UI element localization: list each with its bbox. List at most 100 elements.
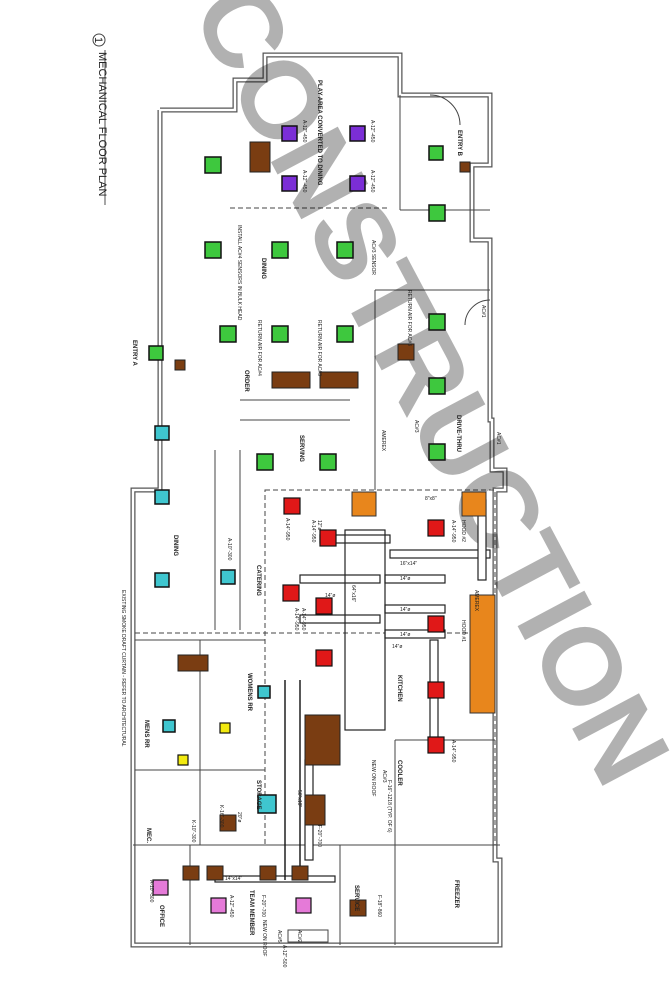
note-ac4-sensor: INSTALL AC#4 SENSORS IN BULK HEAD	[236, 225, 242, 321]
diffuser-tag: A-14"-950	[310, 520, 316, 543]
return-grille	[177, 654, 209, 672]
green-grille	[148, 345, 164, 361]
green-diffuser	[271, 325, 289, 343]
note-new-on-roof-1: NEW ON ROOF	[370, 760, 376, 796]
duct-label: 14"x14"	[225, 876, 242, 882]
diffuser-tag: K-10"-300	[190, 820, 196, 843]
green-diffuser	[336, 325, 354, 343]
room-dining-2: DINING	[172, 535, 178, 556]
return-grille	[219, 814, 237, 832]
diffuser-tag: A-14"-950	[300, 608, 306, 631]
duct-label: 14"ø	[400, 607, 410, 613]
pink-diffuser	[210, 897, 227, 914]
diffuser-tag: A-12"-500	[281, 945, 287, 968]
red-diffuser	[282, 584, 300, 602]
diffuser-tag: F-20"-700	[260, 895, 266, 917]
tag-ac1: AC#1	[480, 305, 486, 318]
tag-ac5: AC#5	[276, 930, 282, 943]
duct-label: 20"ø	[236, 812, 242, 822]
return-grille	[249, 141, 271, 173]
return-grille	[182, 865, 200, 881]
return-grille	[259, 865, 277, 881]
red-diffuser	[283, 497, 301, 515]
room-serving: SERVING	[298, 435, 304, 462]
room-entry-b: ENTRY B	[456, 130, 462, 157]
green-grille	[428, 145, 444, 161]
duct-labels: 16"x14" 14"ø 14"ø 14"ø 14"ø 14"ø 12"ø 8"…	[225, 496, 437, 882]
green-diffuser	[204, 241, 222, 259]
note-ac3-sensor: AC#3 SENSOR	[370, 240, 376, 275]
green-diffuser	[428, 313, 446, 331]
hood-unit	[461, 491, 487, 517]
green-diffuser	[428, 204, 446, 222]
annotations: INSTALL AC#4 SENSORS IN BULK HEAD RETURN…	[120, 225, 501, 956]
green-diffuser	[204, 156, 222, 174]
duct-label: 14"ø	[325, 593, 335, 599]
return-grille	[174, 359, 186, 371]
red-diffuser	[427, 736, 445, 754]
duct-label: 50"x18"	[296, 790, 302, 807]
return-grilles	[174, 141, 471, 917]
room-drive-thru: DRIVE-THRU	[455, 415, 461, 452]
room-service: SERVICE	[353, 885, 359, 911]
return-grille	[291, 865, 309, 881]
duct-label: 12"ø	[316, 520, 322, 530]
yellow-exhaust-grille	[177, 754, 189, 766]
room-cooler: COOLER	[396, 760, 402, 786]
diffuser-tag: A-14"-950	[284, 518, 290, 541]
note-return-ac3b: RETURN AIR FOR AC#3	[406, 290, 412, 346]
drawing-title-block: 1 MECHANICAL FLOOR PLAN	[92, 33, 108, 205]
note-new-on-roof-2: NEW ON ROOF	[261, 920, 267, 956]
ductwork	[214, 499, 491, 883]
return-grille	[459, 161, 471, 173]
note-return-ac3: RETURN AIR FOR AC#3	[316, 320, 322, 376]
door-swing-side	[464, 299, 491, 326]
room-play-area: PLAY AREA CONVERTED TO DINING	[316, 80, 322, 186]
red-diffuser	[319, 529, 337, 547]
diffuser-tag: F-20"-700	[316, 825, 322, 847]
duct-label: 8"x8"	[425, 496, 437, 502]
note-return-ac4: RETURN AIR FOR AC#4	[256, 320, 262, 376]
return-grille	[304, 794, 326, 826]
return-grille	[319, 371, 359, 389]
drawing-number-bubble	[92, 33, 106, 47]
green-diffuser	[271, 241, 289, 259]
tag-ac1b: AC#1	[495, 432, 501, 445]
room-dining-1: DINING	[260, 258, 266, 279]
duct-label: 14"ø	[400, 632, 410, 638]
diffuser-tag: A-12"-450	[228, 895, 234, 918]
room-mec: MEC.	[145, 828, 151, 843]
diffuser-tag: A-12"-450	[301, 170, 307, 193]
green-diffuser	[428, 377, 446, 395]
cyan-diffuser	[154, 425, 170, 441]
diffuser-tag: A-14"-950	[293, 608, 299, 631]
note-amerex-1: AMEREX	[473, 590, 479, 612]
return-grille	[349, 899, 367, 917]
room-team-member: TEAM MEMBER	[248, 890, 254, 936]
cyan-diffuser	[220, 569, 236, 585]
pink-diffuser	[295, 897, 312, 914]
room-freezer: FREEZER	[453, 880, 459, 909]
return-grille	[206, 865, 224, 881]
pink-diffuser	[152, 879, 169, 896]
note-hood-1: HOOD #1	[460, 620, 466, 642]
hood-unit	[351, 491, 377, 517]
note-typ-of-6: F-16"-1218 (TYP. OF 6)	[386, 780, 392, 833]
drawing-number: 1	[92, 37, 104, 43]
diffuser-tag: F-18"-860	[376, 895, 382, 917]
green-diffuser	[219, 325, 237, 343]
green-diffuser	[319, 453, 337, 471]
red-diffuser	[427, 615, 445, 633]
diffuser-tag: A-14"-950	[450, 520, 456, 543]
tag-ac3: AC#3	[413, 420, 419, 433]
red-diffuser	[315, 597, 333, 615]
duct-label: 14"ø	[392, 644, 402, 650]
green-diffuser	[256, 453, 274, 471]
hood-1	[469, 594, 496, 714]
note-amerex-2: AMEREX	[380, 430, 386, 452]
purple-diffuser	[281, 125, 298, 142]
hood-equipment	[351, 491, 496, 714]
room-mens-rr: MENS RR	[143, 720, 149, 748]
duct-label: 16"x14"	[400, 561, 417, 567]
